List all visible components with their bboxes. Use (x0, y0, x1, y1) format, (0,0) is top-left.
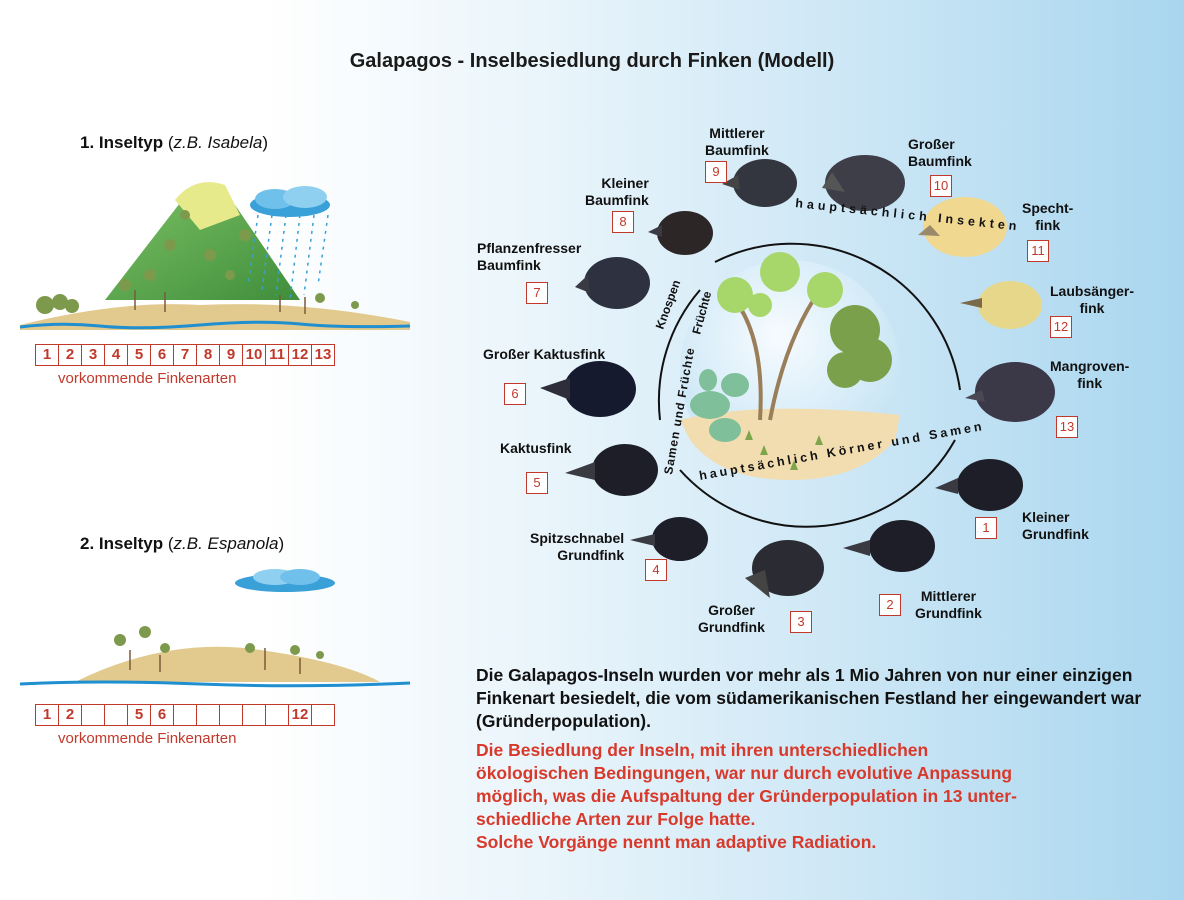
finch-11-label: Specht- fink (1022, 200, 1074, 233)
conclusion-paragraph: Die Besiedlung der Inseln, mit ihren unt… (476, 739, 1176, 854)
species-cell: 9 (219, 344, 243, 366)
finch-1-label: Kleiner Grundfink (1022, 509, 1089, 542)
finch-10-label: Großer Baumfink (908, 136, 972, 169)
finch-6-icon (540, 361, 636, 417)
finch-9-icon (722, 159, 797, 207)
species-cell (81, 704, 105, 726)
finch-3-number: 3 (790, 611, 812, 633)
tree-icons (36, 210, 359, 314)
cloud-icon (235, 569, 335, 592)
conclusion-line: möglich, was die Aufspaltung der Gründer… (476, 786, 1017, 806)
species-cell: 12 (288, 704, 312, 726)
conclusion-line: Solche Vorgänge nennt man adaptive Radia… (476, 832, 877, 852)
finch-7-icon (575, 257, 650, 309)
species-cell: 5 (127, 344, 151, 366)
species-cell: 1 (35, 344, 59, 366)
page-title: Galapagos - Inselbesiedlung durch Finken… (349, 50, 835, 72)
conclusion-line: schiedliche Arten zur Folge hatte. (476, 809, 756, 829)
intro-paragraph: Die Galapagos-Inseln wurden vor mehr als… (476, 665, 1142, 731)
finch-9-label: Mittlerer Baumfink (705, 125, 769, 158)
finch-3-label: Großer Grundfink (698, 602, 765, 635)
species-cell: 5 (127, 704, 151, 726)
finch-11-number: 11 (1027, 240, 1049, 262)
species-cell (104, 704, 128, 726)
island-2-illustration (19, 569, 411, 688)
finch-head-icons (540, 155, 1055, 598)
species-cell: 11 (265, 344, 289, 366)
finch-12-number: 12 (1050, 316, 1072, 338)
species-cell (242, 704, 266, 726)
finch-13-icon (965, 362, 1055, 422)
finch-10-icon (822, 155, 905, 211)
finch-2-number: 2 (879, 594, 901, 616)
island-2-caption: vorkommende Finkenarten (58, 730, 237, 747)
species-cell (219, 704, 243, 726)
finch-6-number: 6 (504, 383, 526, 405)
species-cell: 3 (81, 344, 105, 366)
finch-9-number: 9 (705, 161, 727, 183)
species-cell: 1 (35, 704, 59, 726)
rain-cloud-icon (247, 186, 330, 301)
finch-7-label: Pflanzenfresser Baumfink (477, 240, 582, 273)
conclusion-line: Die Besiedlung der Inseln, mit ihren unt… (476, 740, 929, 760)
finch-2-label: Mittlerer Grundfink (915, 588, 982, 621)
species-cell: 10 (242, 344, 266, 366)
species-cell: 8 (196, 344, 220, 366)
finch-8-icon (648, 211, 713, 255)
finch-4-icon (630, 517, 708, 561)
feeding-ring (657, 242, 961, 528)
finch-6-label: Großer Kaktusfink (483, 346, 606, 362)
finch-8-number: 8 (612, 211, 634, 233)
finch-13-label: Mangroven- fink (1050, 358, 1130, 391)
finch-12-label: Laubsänger- fink (1050, 283, 1135, 316)
finch-3-icon (745, 540, 824, 598)
island-1-illustration (19, 182, 411, 330)
finch-4-label: Spitzschnabel Grundfink (530, 530, 625, 563)
species-cell: 6 (150, 344, 174, 366)
finch-13-number: 13 (1056, 416, 1078, 438)
species-cell: 4 (104, 344, 128, 366)
species-cell: 12 (288, 344, 312, 366)
species-cell: 2 (58, 704, 82, 726)
species-cell: 6 (150, 704, 174, 726)
finch-5-number: 5 (526, 472, 548, 494)
species-cell: 7 (173, 344, 197, 366)
finch-1-icon (935, 459, 1023, 511)
finch-5-icon (565, 444, 658, 496)
finch-11-icon (918, 197, 1007, 257)
finch-10-number: 10 (930, 175, 952, 197)
finch-4-number: 4 (645, 559, 667, 581)
species-cell (196, 704, 220, 726)
finch-12-icon (960, 281, 1042, 329)
finch-5-label: Kaktusfink (500, 440, 572, 456)
species-cell (265, 704, 289, 726)
finch-7-number: 7 (526, 282, 548, 304)
species-cell: 13 (311, 344, 335, 366)
species-cell: 2 (58, 344, 82, 366)
island-2-label: 2. Inseltyp (z.B. Espanola) (80, 534, 285, 553)
conclusion-line: ökologischen Bedingungen, war nur durch … (476, 763, 1013, 783)
species-cell (173, 704, 197, 726)
habitat-scene (680, 252, 900, 480)
island-1-caption: vorkommende Finkenarten (58, 370, 237, 387)
species-cell (311, 704, 335, 726)
island-1-label: 1. Inseltyp (z.B. Isabela) (80, 133, 269, 152)
finch-8-label: Kleiner Baumfink (585, 175, 649, 208)
finch-2-icon (843, 520, 935, 572)
finch-1-number: 1 (975, 517, 997, 539)
